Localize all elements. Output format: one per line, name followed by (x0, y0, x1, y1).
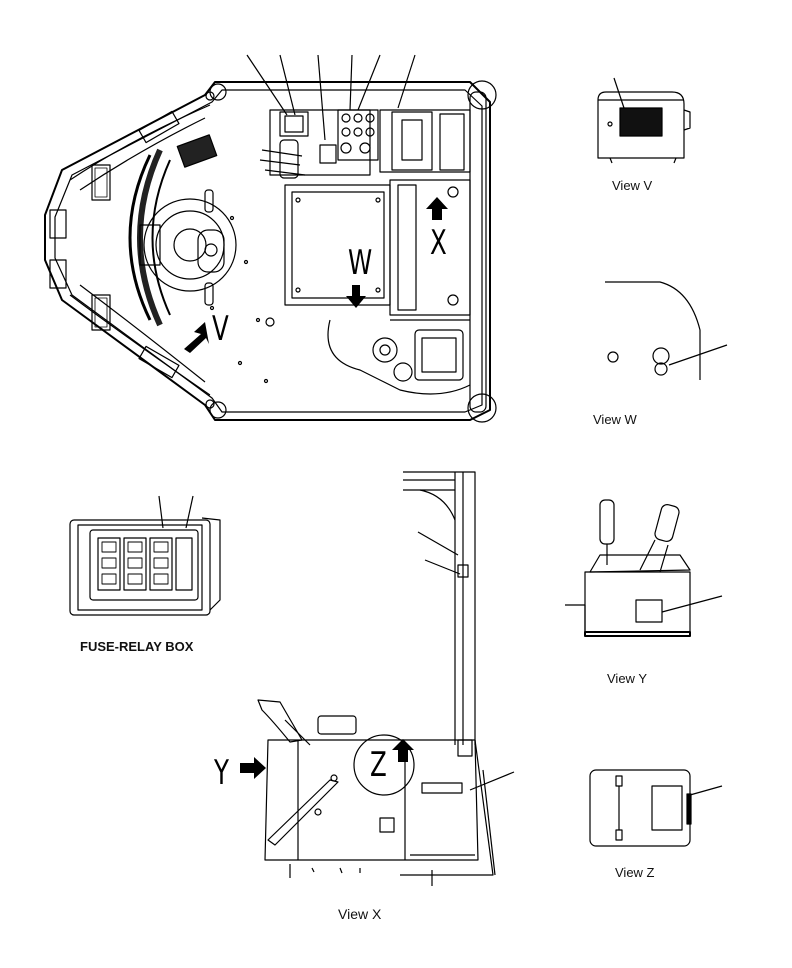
arrow-v (184, 322, 209, 353)
view-z-drawing (589, 769, 723, 847)
view-x-drawing (240, 471, 515, 886)
caption-view-v: View V (612, 178, 653, 193)
arrow-z (392, 739, 414, 762)
view-w-drawing (605, 281, 728, 380)
arrow-w (346, 285, 366, 308)
cab-plan-view (44, 54, 497, 423)
view-letter-w: W (348, 243, 373, 283)
caption-view-z: View Z (615, 865, 655, 880)
caption-fuse-relay-box: FUSE-RELAY BOX (80, 639, 194, 654)
view-y-drawing (565, 499, 723, 637)
view-letter-y: Y (214, 753, 229, 793)
arrow-y (240, 757, 266, 779)
view-v-drawing (597, 77, 691, 164)
caption-view-y: View Y (607, 671, 647, 686)
caption-view-x: View X (338, 906, 382, 922)
view-letter-z: Z (370, 745, 387, 785)
view-letter-x: X (430, 223, 447, 263)
fuse-relay-box-drawing (69, 495, 221, 616)
view-letter-v: V (212, 309, 229, 349)
arrow-x (426, 197, 448, 220)
caption-view-w: View W (593, 412, 637, 427)
